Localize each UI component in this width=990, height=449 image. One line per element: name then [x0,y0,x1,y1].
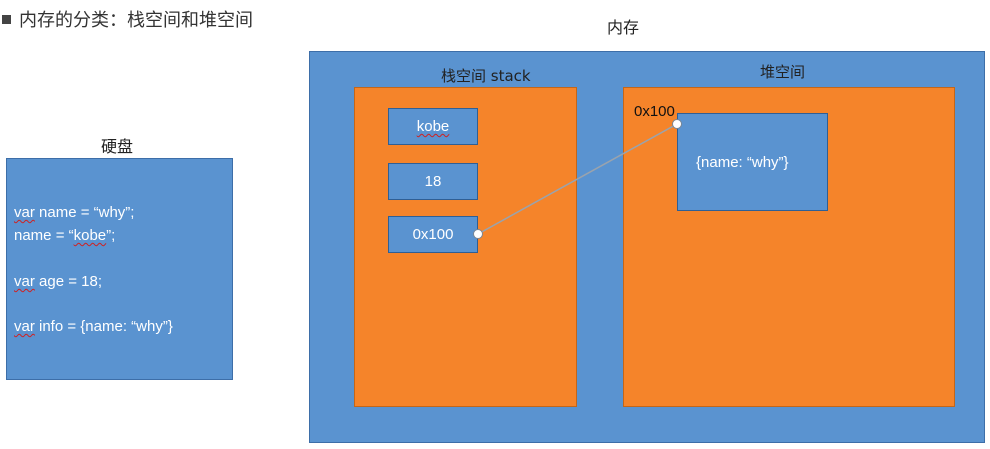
memory-label: 内存 [607,18,640,37]
heap-object-box: {name: “why”} [677,113,828,211]
disk-label: 硬盘 [101,137,134,156]
stack-cell-value: 18 [424,173,442,190]
code-text: age = 18; [34,273,102,290]
heap-object-text: {name: “why”} [696,154,789,171]
code-text: info = {name: “why”} [34,318,173,335]
code-keyword: var [14,318,35,335]
stack-cell-kobe: kobe [388,108,478,145]
heap-label: 堆空间 [760,63,806,81]
code-text: ”; [106,227,116,244]
code-line-3: var age = 18; [14,273,102,290]
stack-cell-age: 18 [388,163,478,200]
stack-cell-pointer: 0x100 [388,216,478,253]
slide-title: 内存的分类：栈空间和堆空间 [0,6,253,32]
code-text: name = “ [14,227,74,244]
heap-address-label: 0x100 [634,103,675,120]
code-line-4: var info = {name: “why”} [14,318,173,335]
stack-label: 栈空间 stack [441,67,531,85]
code-text: name = “why”; [34,204,135,221]
code-line-2: name = “kobe”; [14,227,115,244]
slide-title-text: 内存的分类：栈空间和堆空间 [19,10,253,31]
code-line-1: var name = “why”; [14,204,134,221]
stack-cell-value: 0x100 [412,226,454,243]
code-word: kobe [73,227,107,244]
stack-cell-value: kobe [416,118,450,135]
disk-box: var name = “why”; name = “kobe”; var age… [6,158,233,380]
code-keyword: var [14,273,35,290]
square-bullet-icon [2,14,11,24]
code-keyword: var [14,204,35,221]
